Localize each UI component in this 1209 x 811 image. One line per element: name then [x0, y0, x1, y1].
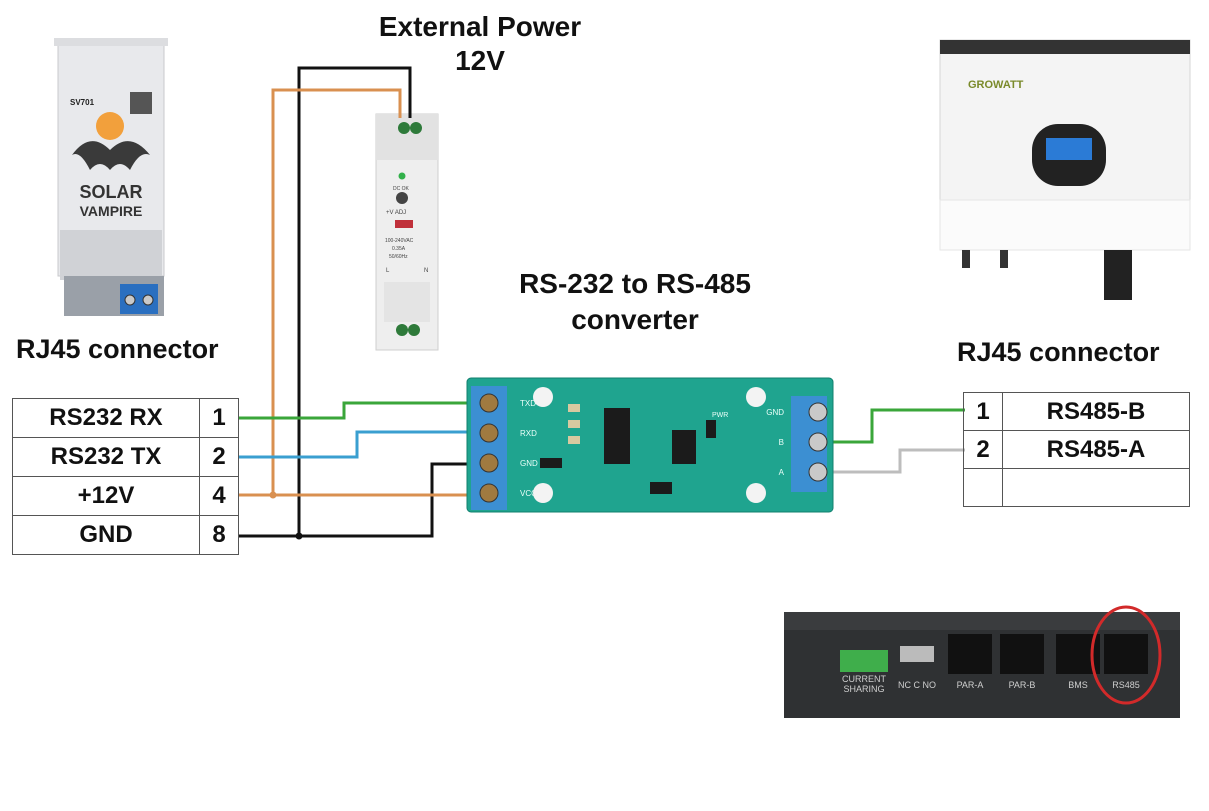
- rs485-highlight: [1090, 605, 1162, 705]
- pin-label-b: B: [779, 438, 784, 447]
- pin-cell: 1: [199, 398, 239, 438]
- signal-cell: RS232 RX: [12, 398, 200, 438]
- port-current-1: CURRENT: [842, 674, 887, 684]
- port-par-b: PAR-B: [1009, 680, 1036, 690]
- port-par-a: PAR-A: [957, 680, 984, 690]
- converter-title-line2: converter: [571, 304, 699, 335]
- signal-cell: GND: [12, 515, 200, 555]
- left-connector-title: RJ45 connector: [16, 334, 219, 364]
- wire-a: [820, 448, 965, 474]
- pin-cell: 1: [963, 392, 1003, 431]
- psu-rating1: 100-240VAC: [385, 238, 414, 244]
- psu-n: N: [424, 268, 428, 274]
- port-panel: CURRENT SHARING NC C NO PAR-A PAR-B BMS …: [784, 605, 1180, 718]
- table-row: [963, 468, 1190, 507]
- table-row: 2 RS485-A: [963, 430, 1190, 469]
- pin-label-txd: TXD: [520, 399, 536, 408]
- table-row: +12V 4: [12, 476, 239, 516]
- psu-dcok: DC OK: [393, 186, 410, 192]
- table-row: 1 RS485-B: [963, 392, 1190, 431]
- signal-cell: +12V: [12, 476, 200, 516]
- converter-title-line1: RS-232 to RS-485: [519, 268, 751, 299]
- psu-adj: +V ADJ: [386, 210, 406, 216]
- psu-rating2: 0.35A: [392, 246, 406, 252]
- inverter-brand: GROWATT: [968, 79, 1024, 91]
- converter-board: TXD RXD GND VCC PWR GND B A: [466, 377, 834, 513]
- pin-label-rxd: RXD: [520, 429, 537, 438]
- power-title-line2: 12V: [455, 45, 505, 76]
- table-row: GND 8: [12, 515, 239, 555]
- inverter-device: GROWATT: [939, 39, 1191, 300]
- signal-cell: RS232 TX: [12, 437, 200, 477]
- sv-name-line1: SOLAR: [80, 182, 143, 202]
- solar-vampire-device: SV701 SOLAR VAMPIRE: [54, 38, 168, 316]
- sv-name-line2: VAMPIRE: [80, 203, 143, 219]
- wire-gnd-board: [299, 462, 478, 538]
- pin-label-a: A: [779, 468, 785, 477]
- right-rj45-table: 1 RS485-B 2 RS485-A: [963, 392, 1190, 507]
- port-nc-c-no: NC C NO: [898, 680, 936, 690]
- signal-cell: [1002, 468, 1190, 507]
- power-supply-device: DC OK +V ADJ 100-240VAC 0.35A 50/60Hz L …: [375, 113, 439, 351]
- port-bms: BMS: [1068, 680, 1088, 690]
- port-rs485: RS485: [1112, 680, 1140, 690]
- pin-label-gnd: GND: [520, 459, 538, 468]
- wire-b: [820, 408, 965, 444]
- qr-code-icon: [130, 92, 152, 114]
- converter-title: RS-232 to RS-485 converter: [480, 266, 790, 338]
- table-row: RS232 TX 2: [12, 437, 239, 477]
- psu-logo: [395, 220, 413, 228]
- port-current-2: SHARING: [843, 684, 884, 694]
- pin-label-vcc: VCC: [520, 489, 537, 498]
- chip-u7: [604, 408, 630, 464]
- pin-cell: [963, 468, 1003, 507]
- psu-rating3: 50/60Hz: [389, 254, 408, 260]
- wire-12v-psu: [238, 88, 402, 497]
- adjust-knob-icon: [396, 192, 408, 204]
- table-row: RS232 RX 1: [12, 398, 239, 438]
- signal-cell: RS485-B: [1002, 392, 1190, 431]
- wire-tx: [238, 430, 478, 459]
- power-title: External Power 12V: [360, 10, 600, 78]
- pwr-label: PWR: [712, 412, 728, 419]
- sv-model: SV701: [70, 98, 95, 107]
- psu-l: L: [386, 268, 390, 274]
- sun-icon: [96, 112, 124, 140]
- wire-rx: [238, 401, 478, 420]
- pin-cell: 2: [199, 437, 239, 477]
- pin-cell: 4: [199, 476, 239, 516]
- bat-icon: [72, 141, 150, 170]
- wire-gnd-psu: [238, 66, 412, 538]
- led-icon: [398, 172, 406, 180]
- pin-cell: 8: [199, 515, 239, 555]
- chip-u3: [672, 430, 696, 464]
- right-connector-title: RJ45 connector: [957, 337, 1160, 367]
- left-rj45-table: RS232 RX 1 RS232 TX 2 +12V 4 GND 8: [12, 398, 239, 555]
- wires: [238, 66, 965, 540]
- pin-cell: 2: [963, 430, 1003, 469]
- power-title-line1: External Power: [378, 11, 582, 42]
- pin-label-gnd-right: GND: [766, 408, 784, 417]
- signal-cell: RS485-A: [1002, 430, 1190, 469]
